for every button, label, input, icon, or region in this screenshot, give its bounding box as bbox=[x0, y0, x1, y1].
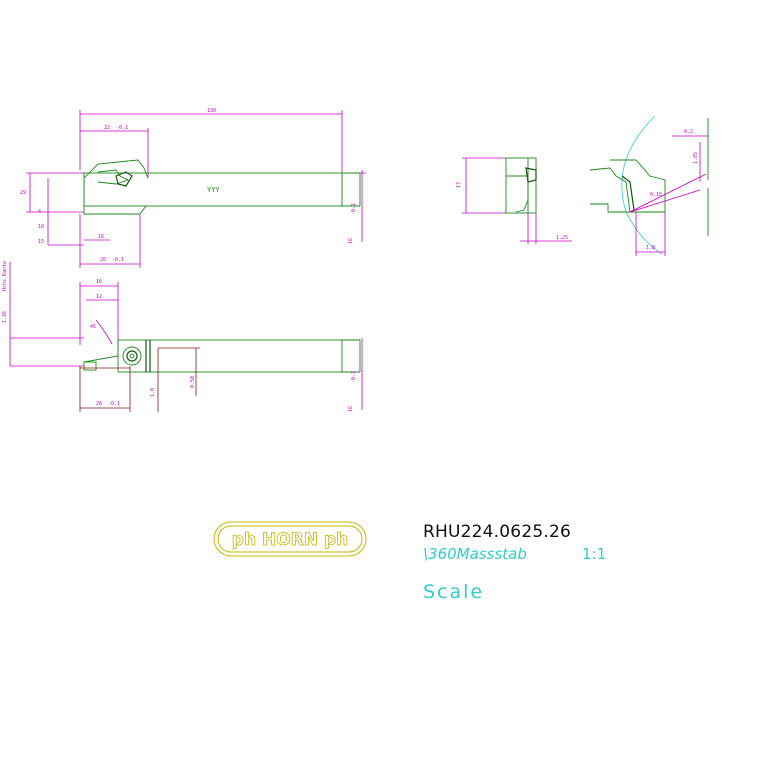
dim-top-tol: -0.1 bbox=[116, 125, 128, 131]
dim-bot-tol: -0.1 bbox=[112, 257, 124, 263]
dim-plan-a: 16 bbox=[96, 279, 102, 285]
dim-plan-bot: 26 bbox=[96, 401, 102, 407]
detail-view: 0.15 0.2 1.85 1.8 bbox=[589, 115, 709, 256]
dim-detail-c: 1.8 bbox=[646, 245, 655, 251]
dim-plan-bot-tol: -0.1 bbox=[108, 401, 120, 407]
dim-detail-angle: 0.15 bbox=[650, 192, 662, 198]
dim-plan-vert-a: 1.0 bbox=[150, 388, 156, 397]
dim-left-a: 4 bbox=[38, 209, 41, 215]
dim-left-height: 29 bbox=[20, 190, 26, 196]
scale-word: Scale bbox=[423, 581, 485, 603]
dim-left-c: 15 bbox=[38, 239, 44, 245]
dim-top-width: 22 bbox=[104, 125, 110, 131]
dim-overall-length: 130 bbox=[207, 108, 216, 114]
dim-detail-b: 1.85 bbox=[693, 152, 699, 164]
side-view: 17 1.25 bbox=[456, 157, 572, 244]
dim-plan-angle: 45 bbox=[90, 324, 96, 330]
scale-ratio: 1:1 bbox=[582, 545, 607, 563]
dim-plan-right-b: 16 bbox=[348, 406, 354, 412]
dim-side-h: 17 bbox=[456, 182, 462, 188]
dim-plan-vert-b: 0.50 bbox=[190, 376, 196, 388]
plan-view: 16 12 45 1.26 Hchs.Kante 26 -0.1 1.0 bbox=[2, 261, 363, 412]
horn-logo-icon: ph HORN ph bbox=[213, 521, 367, 557]
dim-left-b: 10 bbox=[38, 224, 44, 230]
shank-mark: YYY bbox=[207, 186, 220, 194]
dim-bot-b: 26 bbox=[100, 257, 106, 263]
logo-text: ph HORN ph bbox=[232, 530, 348, 550]
dim-plan-b: 12 bbox=[96, 294, 102, 300]
dim-right-tol-b: 16 bbox=[348, 238, 354, 244]
dim-bot-a: 16 bbox=[98, 234, 104, 240]
dim-plan-right-tol: -0.1 bbox=[351, 371, 357, 383]
dim-right-tol-a: -0.1 bbox=[351, 203, 357, 215]
part-number: RHU224.0625.26 bbox=[423, 522, 571, 542]
scale-label: \360Massstab bbox=[423, 545, 527, 563]
dim-detail-a: 0.2 bbox=[684, 129, 693, 135]
dim-side-w: 1.25 bbox=[556, 235, 568, 241]
dim-plan-height: 1.26 bbox=[2, 311, 8, 323]
dim-plan-height-note: Hchs.Kante bbox=[2, 261, 8, 291]
front-view: 130 22 -0.1 YYY 29 4 10 15 16 26 -0.1 bbox=[20, 108, 366, 268]
